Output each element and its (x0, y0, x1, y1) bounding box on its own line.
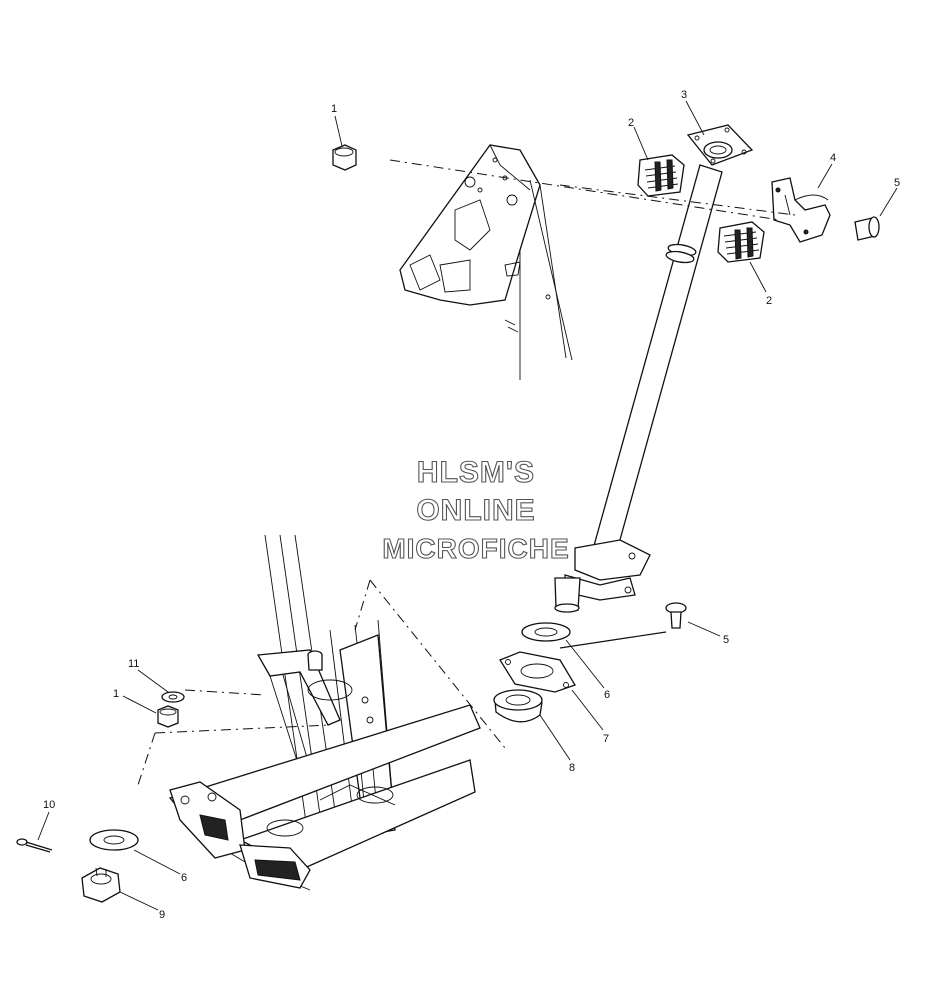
watermark-line-3: MICROFICHE (382, 533, 569, 564)
callout-5-upper: 5 (894, 177, 900, 189)
bolt-lower (665, 602, 687, 629)
watermark-line-2: ONLINE (416, 494, 535, 527)
washer-right (521, 622, 571, 642)
callout-labels: 1 2 3 4 5 2 5 6 7 8 11 1 10 6 9 (43, 89, 900, 921)
mounting-plate (399, 144, 573, 380)
callout-3: 3 (681, 89, 687, 101)
bolt-upper (854, 216, 880, 241)
column-top-plate (686, 124, 754, 166)
alignment-lines (137, 159, 796, 786)
steering-column (554, 164, 723, 613)
callout-2-upper: 2 (628, 117, 634, 129)
callout-5-lower: 5 (723, 634, 729, 646)
nut-lower (157, 705, 179, 728)
column-clamp (771, 177, 831, 243)
flange-plate (499, 651, 576, 693)
watermark: HLSM'S ONLINE MICROFICHE (382, 455, 569, 564)
callout-11: 11 (128, 658, 139, 670)
washer-small (161, 691, 185, 703)
bushing-lower (717, 221, 765, 263)
cotter-pin (16, 838, 53, 853)
callout-10: 10 (43, 799, 55, 811)
bearing (493, 689, 543, 723)
callout-7: 7 (603, 733, 609, 745)
bushing-upper (637, 154, 685, 197)
castle-nut (81, 867, 121, 903)
callout-4: 4 (830, 152, 836, 164)
watermark-line-1: HLSM'S (417, 456, 535, 489)
chassis-frame (168, 534, 481, 891)
callout-2-lower: 2 (766, 295, 772, 307)
callout-6-left: 6 (181, 872, 187, 884)
nut-upper (332, 144, 357, 171)
callout-9: 9 (159, 909, 165, 921)
callout-8: 8 (569, 762, 575, 774)
callout-1-top: 1 (331, 103, 337, 115)
callout-6-right: 6 (604, 689, 610, 701)
washer-left (89, 829, 139, 851)
leader-lines (37, 100, 898, 911)
callout-1-lower: 1 (113, 688, 119, 700)
